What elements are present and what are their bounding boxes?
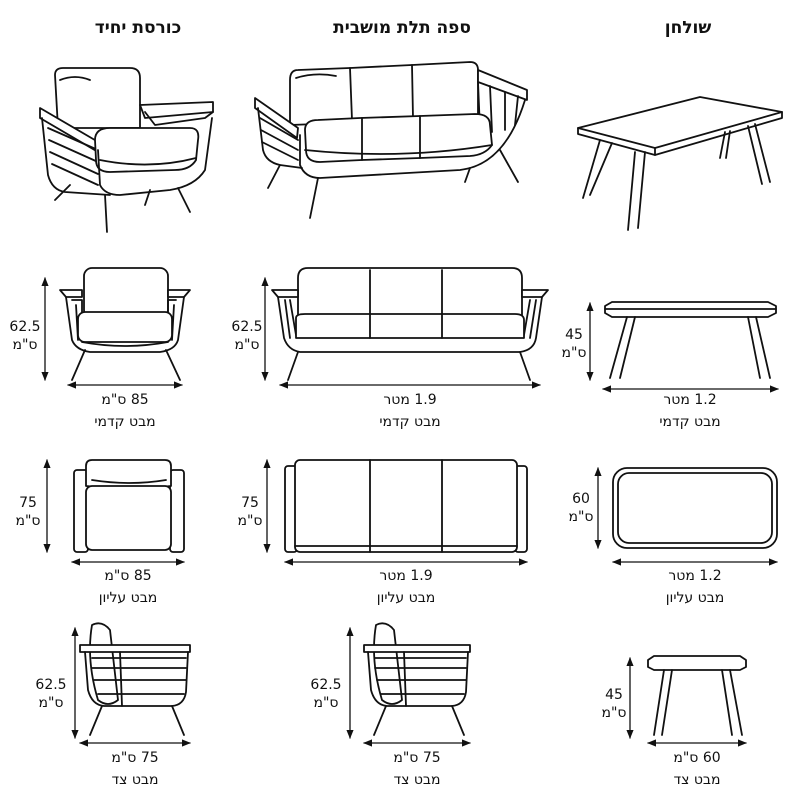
- chair-top-width: 85 ס"מ: [104, 568, 152, 584]
- chair-front-view: [60, 268, 190, 380]
- table-front-width: 1.2 מטר: [663, 392, 717, 408]
- sofa-front-view: [272, 268, 548, 380]
- chair-top-view: [74, 460, 184, 552]
- header-sofa: ספה תלת מושבית: [333, 18, 471, 38]
- sofa-side-label: מבט צד: [393, 772, 441, 788]
- table-front-view: [605, 302, 776, 378]
- table-perspective: [578, 97, 782, 230]
- chair-top-label: מבט עליון: [98, 590, 158, 606]
- sofa-front-label: מבט קדמי: [379, 414, 441, 430]
- chair-side-label: מבט צד: [111, 772, 159, 788]
- chair-front-label: מבט קדמי: [94, 414, 156, 430]
- table-side-view: [648, 656, 746, 735]
- chair-side-view: [80, 623, 190, 735]
- sofa-top-label: מבט עליון: [376, 590, 436, 606]
- header-table: שולחן: [664, 18, 712, 38]
- dimension-lines: [41, 277, 779, 747]
- table-side-label: מבט צד: [673, 772, 721, 788]
- chair-front-width: 85 ס"מ: [101, 392, 149, 408]
- header-chair: כורסת יחיד: [94, 18, 182, 38]
- chair-side-depth: 75 ס"מ: [111, 750, 159, 766]
- sofa-side-view: [364, 623, 470, 735]
- chair-perspective: [40, 68, 213, 232]
- table-top-view: [613, 468, 777, 548]
- sofa-front-width: 1.9 מטר: [383, 392, 437, 408]
- sofa-top-width: 1.9 מטר: [379, 568, 433, 584]
- table-top-width: 1.2 מטר: [668, 568, 722, 584]
- sofa-perspective: [255, 62, 527, 218]
- table-top-label: מבט עליון: [665, 590, 725, 606]
- table-front-label: מבט קדמי: [659, 414, 721, 430]
- table-side-depth: 60 ס"מ: [673, 750, 721, 766]
- sofa-top-view: [285, 460, 527, 552]
- sofa-side-depth: 75 ס"מ: [393, 750, 441, 766]
